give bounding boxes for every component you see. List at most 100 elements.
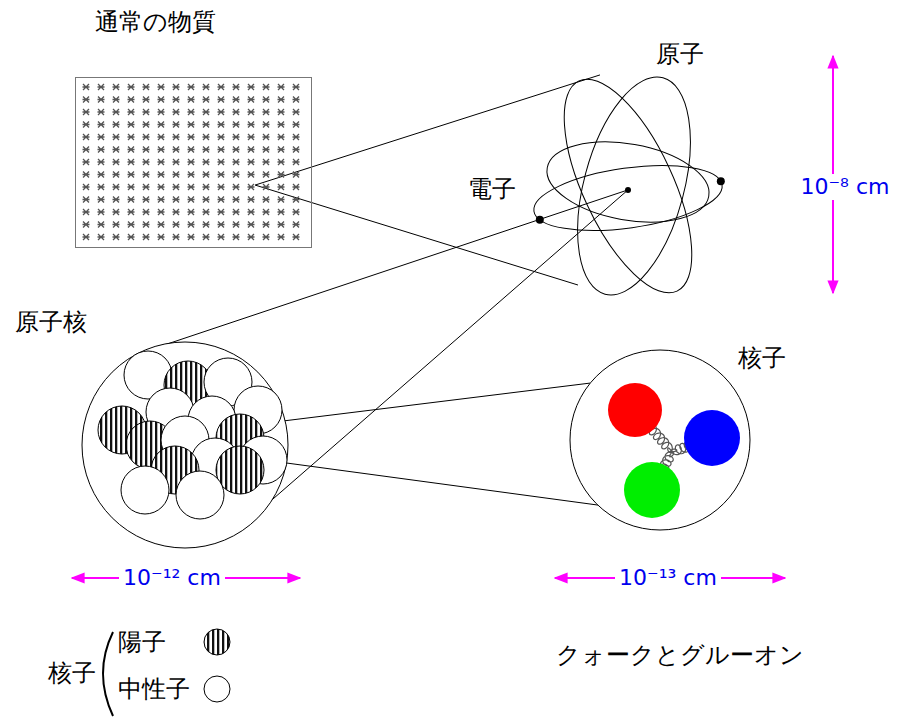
atom-mark [128,234,135,240]
atom-mark [188,172,195,178]
atom-mark [293,147,300,153]
atom-mark [83,109,90,115]
atom-mark [98,97,105,103]
atom-mark [218,84,225,90]
atom-mark [278,209,285,215]
atom-mark [113,97,120,103]
atom-mark [98,122,105,128]
atom-mark [263,134,270,140]
atom-mark [293,122,300,128]
atom-mark [203,159,210,165]
atom-mark [173,109,180,115]
atom-mark [98,197,105,203]
atom-mark [128,134,135,140]
atom-mark [248,184,255,190]
atom-mark [203,134,210,140]
atom-mark [158,122,165,128]
atom-mark [83,159,90,165]
atom-mark [218,234,225,240]
atom-mark [143,134,150,140]
atom-mark [173,222,180,228]
matter-outline [76,78,312,248]
atom-mark [278,197,285,203]
legend-group-label: 核子 [48,659,96,688]
legend-item: 中性子 [118,675,190,704]
atom-mark [293,159,300,165]
atom-mark [98,109,105,115]
atom-mark [188,109,195,115]
atom-mark [233,184,240,190]
atom-mark [83,234,90,240]
atom-nucleus-dot [625,187,631,193]
atom-mark [263,197,270,203]
atom-mark [128,222,135,228]
atom-mark [173,184,180,190]
atom-mark [278,134,285,140]
atom-mark [248,159,255,165]
legend-text: 中性子 [118,675,190,704]
atom-mark [113,222,120,228]
node-heading: 核子 [738,344,786,373]
neutron-ball [176,471,224,519]
neutron-ball [121,466,169,514]
atom-mark [203,109,210,115]
legend-swatch [202,674,232,704]
atom-mark [203,122,210,128]
atom-mark [113,84,120,90]
atom-mark [278,147,285,153]
node-heading: 通常の物質 [95,8,216,37]
neutron-sample [204,676,230,702]
atom-mark [158,172,165,178]
atom-mark [83,222,90,228]
electron-dot [717,177,725,185]
atom-mark [293,234,300,240]
atom-mark [218,134,225,140]
atom-mark [248,197,255,203]
node-heading: 原子核 [15,308,87,337]
atom-mark [128,197,135,203]
quark-ball [624,462,680,518]
atom-mark [113,209,120,215]
atom-mark [218,209,225,215]
atom-mark [158,197,165,203]
matter-block: 通常の物質 [75,0,315,250]
atom-mark [188,84,195,90]
atom-mark [278,222,285,228]
atom-mark [293,134,300,140]
atom-mark [83,147,90,153]
dimension-label: 10⁻⁸ cm [797,174,894,200]
atom-mark [143,197,150,203]
atom-mark [158,109,165,115]
atom-mark [278,172,285,178]
atom-mark [128,84,135,90]
atom-mark [158,84,165,90]
atom-mark [248,209,255,215]
atom-mark [128,184,135,190]
atom-mark [158,222,165,228]
atom-mark [113,172,120,178]
atom-mark [248,134,255,140]
atom-mark [143,109,150,115]
electron-orbit [530,155,727,241]
atom-mark [233,97,240,103]
atom-mark [158,97,165,103]
atom-mark [98,84,105,90]
nucleus-figure: 原子核 [10,300,300,560]
atom-mark [248,97,255,103]
node-heading: 原子 [656,40,704,69]
atom-mark [248,234,255,240]
atom-mark [113,234,120,240]
quark-ball [608,383,662,437]
electron-label: 電子 [468,175,516,204]
atom-mark [218,97,225,103]
atom-grid [83,84,300,240]
atom-mark [173,209,180,215]
atom-mark [263,109,270,115]
atom-mark [173,197,180,203]
atom-mark [128,147,135,153]
atom-mark [83,184,90,190]
atom-mark [173,234,180,240]
atom-mark [188,234,195,240]
atom-mark [173,159,180,165]
